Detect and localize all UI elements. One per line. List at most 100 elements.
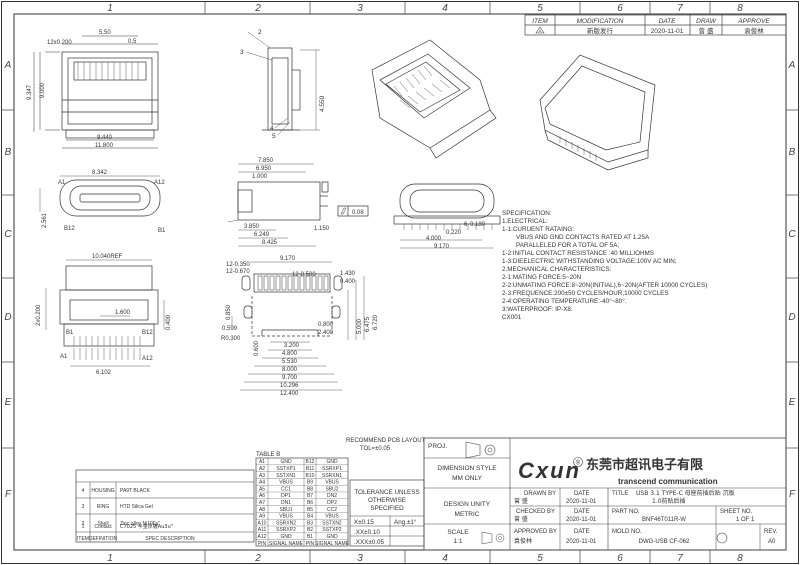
dim-4550: 4.550: [319, 95, 326, 112]
mat-item-3: 3: [82, 504, 85, 510]
port-front-dims: 8.342 A1 A12 B12 B1 2.561: [42, 170, 166, 234]
tol-x: X±0.15: [354, 519, 374, 526]
pcb-dim-0350: 12-0.350: [226, 262, 250, 268]
iso-view-rear: [539, 54, 656, 171]
mat-item-4: 4: [82, 488, 85, 494]
front-view-dims: 5.50 12x0.200 0.5 9.347 9.000 9.440 11.8…: [27, 30, 137, 149]
approved-date: 2020-11-01: [566, 539, 597, 545]
pcb-dim-9170: 9.170: [280, 256, 296, 262]
scale-label: SCALE: [447, 529, 469, 536]
col-3-bottom: 3: [357, 553, 363, 564]
dim-9347: 9.347: [27, 84, 33, 100]
pcb-dim-0850: 0.850: [226, 304, 232, 320]
table-b-footer: PIN: [258, 541, 267, 547]
revision-table: ITEM MODIFICATION DATE DRAW APPROVE A 新版…: [524, 14, 787, 36]
rev-label: REV.: [764, 529, 778, 535]
dim-8425: 8.425: [262, 240, 278, 246]
table-b-pin: A11: [258, 527, 267, 533]
row-c-right: C: [788, 229, 796, 240]
pin-a1: A1: [58, 180, 66, 186]
mold-no-label: MOLD NO.: [612, 529, 642, 535]
col-5-bottom: 5: [537, 553, 543, 564]
table-b-pin: A5: [259, 486, 265, 492]
pcb-dim-6475: 6.475: [365, 316, 371, 332]
tolerance-block: TOLERANCE UNLESS OTHERWISE SPECIFIED X±0…: [349, 479, 425, 547]
column-markers: 1 2 3 4 5 6 7 8 1 2 3 4 5 6 7 8: [107, 3, 743, 564]
row-markers: A B C D E F A B C D E F: [4, 60, 797, 500]
pcb-dim-0800: 0.800: [318, 322, 334, 328]
col-5: 5: [537, 3, 543, 14]
table-b-pin: B9: [307, 480, 313, 486]
dim-11800: 11.800: [95, 143, 114, 149]
front-view: [33, 35, 159, 149]
side-view-b: [227, 163, 369, 247]
table-b-signal: VBUS: [325, 514, 339, 520]
table-b-pin: B12: [306, 459, 315, 465]
pcb-dim-0400: 0.400: [340, 279, 356, 285]
spec-line-13: CX001: [502, 314, 522, 321]
rev-modification: 新版发行: [587, 26, 614, 35]
mat-spec-1: C7025 半金厚镀Au3u": [120, 523, 173, 530]
col-7: 7: [677, 3, 683, 14]
dim-1000: 1.000: [252, 174, 268, 180]
part-no-label: PART NO.: [612, 509, 640, 515]
materials-table: 4 HOUSING PA9T BLACK 3 RING HTD Silica G…: [75, 469, 255, 543]
table-b-pin: B5: [307, 507, 313, 513]
spec-line-0: SPECIFICATION:: [502, 210, 552, 217]
mat-def-4: HOUSING: [91, 488, 114, 494]
label-5: 5: [272, 133, 276, 140]
spec-line-3: VBUS AND GND CONTACTS RATED AT 1.25A: [516, 234, 650, 241]
sheet-no-label: SHEET NO.: [720, 509, 753, 515]
table-b-signal: DN2: [327, 493, 337, 499]
spec-line-5: 1-2:INITIAL CONTACT RESISTANCE :40 MILLI…: [502, 250, 654, 257]
table-b-signal: SSRXN1: [322, 473, 342, 479]
rev-draw: 曾 盛: [698, 26, 714, 35]
dim-6249: 6.249: [254, 232, 270, 238]
dim-2x0200: 2x0.200: [36, 304, 42, 326]
table-b-signal: GND: [326, 534, 338, 540]
table-b-signal: GND: [280, 459, 292, 465]
design-unity-2: METRIC: [455, 511, 480, 518]
table-b-pin: A4: [259, 480, 265, 486]
dim-1600: 1.600: [115, 310, 131, 316]
table-b-footer: SIGNAL NAME: [315, 541, 350, 547]
projection-symbol-small-icon: [481, 531, 505, 545]
pcb-dim-1430: 1.430: [340, 271, 356, 277]
row-f-right: F: [789, 489, 796, 500]
table-b-signal: VBUS: [279, 514, 293, 520]
pcb-dim-9700: 9.700: [282, 375, 298, 381]
spec-line-8: 2-1:MATING FORCE:5~20N: [502, 274, 582, 281]
mat-def-3: RING: [97, 504, 110, 510]
company-name-cn: 东莞市超讯电子有限: [586, 457, 704, 473]
mold-no: DWG-USB CF-062: [639, 539, 690, 545]
pcb-dim-2400: 2.400: [318, 330, 334, 336]
table-b-pin: B8: [307, 486, 313, 492]
spec-line-2: 1-1:CURUENT RATAING:: [502, 226, 574, 233]
rear-view: [45, 259, 165, 367]
table-b-pin: A10: [258, 520, 267, 526]
table-b-signal: DP2: [327, 500, 337, 506]
table-b-pin: B11: [306, 466, 315, 472]
table-b-signal: SBU1: [279, 507, 292, 513]
approved-by-name: 袁俊林: [514, 537, 532, 545]
dim-0400: 0.400: [166, 314, 172, 330]
table-b-signal: SSRXN2: [276, 520, 296, 526]
dim-style-1: DIMENSION STYLE: [437, 465, 497, 472]
col-6: 6: [617, 3, 623, 14]
mat-spec-3: HTD Silica Gel: [120, 504, 153, 510]
pcb-dim-5530: 5.530: [282, 359, 298, 365]
rev-triangle-icon: [535, 26, 545, 34]
table-b-signal: SSTXN2: [322, 520, 342, 526]
rev-header-approve: APPROVE: [737, 18, 770, 25]
table-b-pin: B2: [307, 527, 313, 533]
col-6-bottom: 6: [617, 553, 623, 564]
col-8: 8: [737, 3, 743, 14]
table-b-signal: CC2: [327, 507, 337, 513]
dim-9170: 9.170: [434, 244, 450, 250]
pcb-layout: [231, 261, 365, 391]
dim-flatness: 0.08: [352, 210, 364, 216]
spec-line-11: 2-4:OPERATING TEMPERATURE:-40°~80°.: [502, 297, 627, 305]
design-unity-1: DESIGN UNITY: [444, 501, 491, 508]
